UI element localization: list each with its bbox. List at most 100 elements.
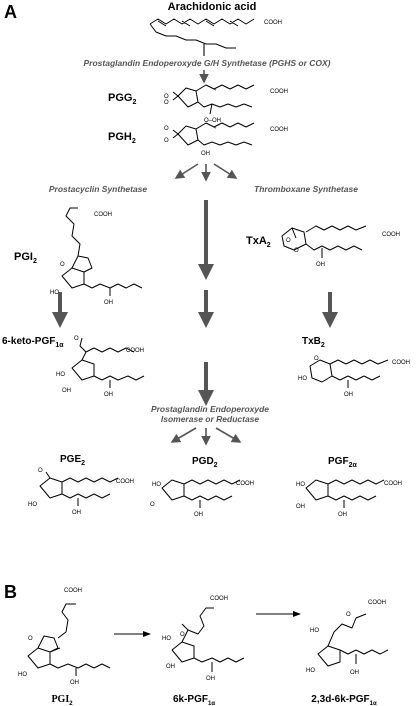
- b-keto-oh2: OH: [166, 664, 175, 670]
- pgf2a-label-prefix: PGF: [328, 456, 349, 467]
- b-keto-structure: COOH O HO OH OH: [162, 596, 245, 682]
- pgi2-cooh: COOH: [94, 212, 112, 218]
- pgi2-label: PGI2: [14, 251, 37, 265]
- arrow-to-pge2: [170, 427, 197, 443]
- txb2-oh2: OH: [344, 392, 353, 398]
- pgd2-keto-oxygen: O: [150, 502, 155, 508]
- pgf2a-label: PGF2α: [328, 456, 357, 469]
- b-pgi2-cooh: COOH: [64, 588, 82, 594]
- b-pgi2-structure: COOH O HO OH: [18, 588, 111, 686]
- keto-oh1: HO: [56, 372, 65, 378]
- pgi2-oh1: HO: [50, 290, 59, 296]
- pge2-cooh: COOH: [116, 479, 134, 485]
- txa2-oh: OH: [316, 262, 325, 268]
- pgg2-ring-oxygen: O: [164, 94, 169, 100]
- pgd2-oh2: OH: [194, 512, 203, 518]
- b-keto-oxygen: O: [180, 632, 185, 638]
- panel-a-label: A: [4, 2, 17, 22]
- b-dinor-oh2: HO: [306, 668, 315, 674]
- pgg2-label-sub: 2: [132, 99, 136, 106]
- pge2-label-sub: 2: [81, 460, 85, 467]
- pgi2-label-sub: 2: [33, 258, 37, 265]
- pgh2-structure: O O COOH OH: [164, 122, 288, 157]
- txb2-structure: O COOH HO OH: [298, 356, 410, 398]
- b-pgi2-label: PGI2: [51, 694, 73, 706]
- b-dinor-oh1: HO: [310, 628, 319, 634]
- b-dinor-label-sub: 1α: [370, 701, 377, 706]
- b-pgi2-oh2: OH: [70, 680, 79, 686]
- pgh2-ring-oxygen: O: [164, 126, 169, 132]
- txb2-ring-oxygen: O: [314, 356, 319, 362]
- pgd2-label: PGD2: [192, 456, 218, 469]
- txb2-label: TxB2: [302, 336, 325, 349]
- b-keto-label: 6k-PGF1α: [173, 694, 215, 706]
- keto-label-prefix: 6-keto-PGF: [2, 336, 55, 347]
- pge2-oh2: OH: [72, 510, 81, 516]
- b-keto-label-sub: 1α: [208, 701, 215, 706]
- keto-oxygen: O: [74, 336, 79, 342]
- pgh2-cooh: COOH: [270, 127, 288, 133]
- b-dinor-oh3: OH: [350, 670, 359, 676]
- arrow-pgh2-to-thromboxane: [213, 163, 238, 179]
- txb2-oh1: HO: [298, 376, 307, 382]
- pgf2a-structure: COOH HO OH OH: [296, 479, 402, 518]
- pgi2-structure: COOH O HO OH: [50, 207, 143, 306]
- keto-cooh: COOH: [126, 348, 144, 354]
- pgg2-ring-oxygen-2: O: [164, 100, 169, 106]
- b-dinor-oxygen: O: [346, 612, 351, 618]
- pge2-oh1: HO: [28, 502, 37, 508]
- pgh2-label: PGH2: [108, 131, 136, 145]
- b-pgi2-label-prefix: PGI: [51, 694, 69, 705]
- pgd2-oh1: HO: [152, 482, 161, 488]
- keto-oh3: OH: [104, 392, 113, 398]
- pgg2-hydroperoxy: O–OH: [204, 118, 221, 124]
- pge2-label-prefix: PGE: [60, 454, 81, 465]
- pgf2a-oh2: OH: [296, 504, 305, 510]
- pge2-keto-oxygen: O: [38, 468, 43, 474]
- txa2-label: TxA2: [246, 235, 271, 249]
- pgh2-oh: OH: [201, 151, 210, 157]
- arachidonic-acid: Arachidonic acid COOH: [149, 1, 282, 49]
- b-dinor-label-prefix: 2,3d-6k-PGF: [311, 694, 369, 705]
- pgh2-label-sub: 2: [132, 138, 136, 145]
- pgd2-structure: COOH HO O OH: [150, 479, 254, 518]
- keto-label-sub: 1α: [55, 342, 64, 349]
- pgd2-label-sub: 2: [214, 462, 218, 469]
- b-dinor-structure: O COOH HO HO OH: [306, 600, 389, 676]
- enzyme-isomerase-1: Prostaglandin Endoperoxyde: [151, 404, 269, 414]
- pgi2-oh2: OH: [104, 300, 113, 306]
- keto-structure: O COOH HO OH OH: [56, 336, 145, 398]
- enzyme-thromboxane: Thromboxane Synthetase: [254, 184, 358, 194]
- txa2-ring-oxygen: O: [286, 238, 291, 244]
- pgg2-label: PGG2: [108, 92, 136, 106]
- b-pgi2-label-sub: 2: [69, 701, 73, 706]
- txa2-structure: O O COOH OH: [281, 225, 400, 268]
- pgf2a-oh1: HO: [296, 482, 305, 488]
- txb2-label-prefix: TxB: [302, 336, 321, 347]
- pge2-structure: O COOH HO OH: [28, 468, 134, 516]
- pgi2-ring-oxygen: O: [60, 262, 65, 268]
- panel-b-label: B: [4, 582, 17, 602]
- txa2-label-sub: 2: [267, 242, 271, 249]
- b-pgi2-ring-oxygen: O: [28, 636, 33, 642]
- arrow-to-pgf2a: [215, 427, 242, 443]
- keto-label: 6-keto-PGF1α: [2, 336, 64, 349]
- b-keto-oh1: HO: [162, 636, 171, 642]
- pgh2-ring-oxygen-2: O: [164, 138, 169, 144]
- arachidonic-acid-cooh: COOH: [264, 20, 282, 26]
- pgd2-cooh: COOH: [236, 481, 254, 487]
- arachidonic-acid-title: Arachidonic acid: [168, 1, 257, 13]
- pgf2a-label-sub: 2α: [349, 462, 358, 469]
- pgh2-label-prefix: PGH: [108, 131, 132, 143]
- b-dinor-label: 2,3d-6k-PGF1α: [311, 694, 377, 706]
- b-dinor-cooh: COOH: [368, 600, 386, 606]
- enzyme-prostacyclin: Prostacyclin Synthetase: [49, 184, 148, 194]
- b-pgi2-oh1: HO: [18, 672, 27, 678]
- arachidonic-acid-structure: [149, 18, 255, 49]
- b-keto-cooh: COOH: [210, 596, 228, 602]
- txa2-label-prefix: TxA: [246, 235, 267, 247]
- pgf2a-oh3: OH: [338, 512, 347, 518]
- pgi2-label-prefix: PGI: [14, 251, 33, 263]
- txb2-label-sub: 2: [321, 342, 325, 349]
